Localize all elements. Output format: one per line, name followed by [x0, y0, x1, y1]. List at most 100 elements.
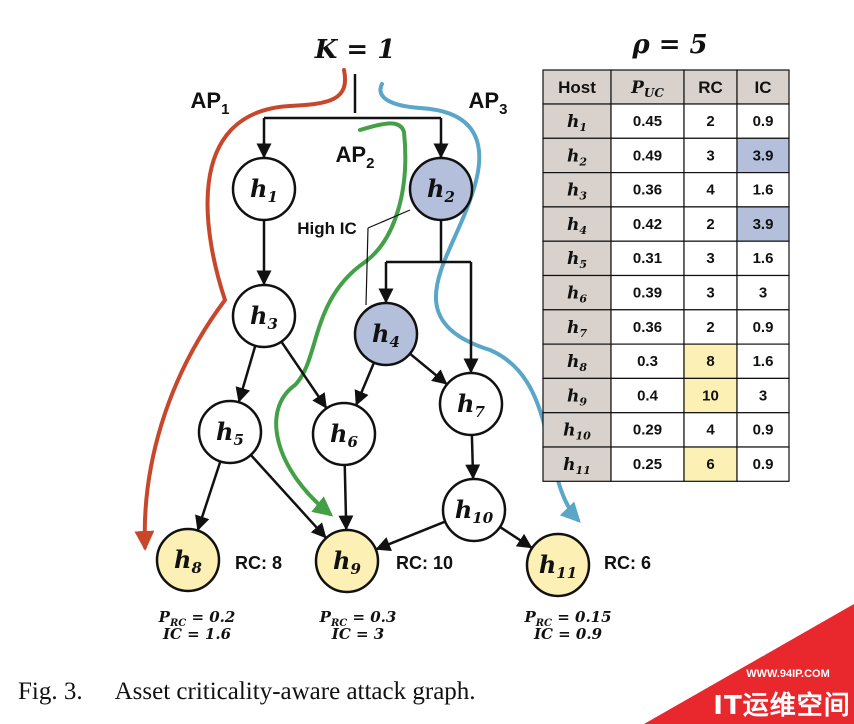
- table-cell: [683, 103, 738, 139]
- node-h4: h4: [353, 301, 419, 367]
- rc-label-h8: RC: 8: [235, 553, 282, 573]
- table-value-cell: 0.39: [633, 285, 662, 302]
- node-circle: [441, 477, 507, 543]
- table-cell: [610, 137, 685, 174]
- table-value-cell: 0.36: [633, 319, 662, 336]
- node-circle: [408, 156, 474, 222]
- table-cell: [542, 274, 612, 311]
- node-h1: h1: [231, 156, 297, 222]
- table-cell: [736, 309, 790, 345]
- high-ic-label: High IC: [297, 219, 357, 238]
- attack-path-label-3: AP3: [469, 88, 508, 118]
- node-h9: h9: [314, 528, 380, 594]
- root-label: K = 1: [314, 35, 396, 65]
- attack-path-label-2: AP2: [336, 142, 375, 172]
- edge-h7-h10: [465, 434, 481, 480]
- h2-branch: [386, 220, 471, 264]
- edge-h4-h7: [409, 352, 448, 385]
- table-value-cell: 0.9: [753, 319, 774, 336]
- node-circle: [231, 283, 297, 349]
- table-cell: [542, 446, 612, 482]
- table-value-cell: 0.25: [633, 456, 662, 473]
- table-value-cell: 3.9: [753, 147, 774, 164]
- rc-label-h11: RC: 6: [604, 553, 651, 573]
- table-value-cell: 0.45: [633, 113, 662, 130]
- watermark-banner: [644, 604, 854, 724]
- table-cell: [736, 240, 790, 277]
- graph-edges: [195, 74, 533, 552]
- ic-h11: IC = 0.9: [533, 625, 603, 643]
- table-cell: [736, 137, 790, 174]
- table-value-cell: 8: [706, 353, 714, 370]
- edge-h10-h9: [375, 520, 446, 552]
- rc-label-h9: RC: 10: [396, 553, 453, 573]
- table-value-cell: 2: [706, 216, 714, 233]
- node-circle: [314, 528, 380, 594]
- node-circle: [197, 399, 263, 465]
- attack-path-1: [134, 68, 348, 551]
- node-h7: h7: [438, 371, 504, 437]
- table-cell: [610, 274, 685, 311]
- rho-label: ρ = 5: [631, 30, 707, 60]
- table-cell: [683, 172, 738, 208]
- node-circle: [231, 156, 297, 222]
- attack-paths: [134, 68, 581, 551]
- table-value-cell: 3: [706, 250, 714, 267]
- edge-h3-h6: [280, 340, 328, 409]
- high-ic-pointer: [365, 209, 411, 306]
- table-value-cell: 2: [706, 113, 714, 130]
- table-cell: [542, 103, 612, 139]
- node-circle: [353, 301, 419, 367]
- node-h8: h8: [155, 527, 221, 593]
- table-header-label: Host: [558, 78, 596, 97]
- watermark-url: WWW.94IP.COM: [746, 668, 830, 680]
- table-value-cell: 1.6: [753, 250, 774, 267]
- caption-text: Asset criticality-aware attack graph.: [114, 678, 476, 705]
- node-h11: h11: [525, 532, 591, 598]
- table-value-cell: 3: [759, 285, 767, 302]
- table-value-cell: 0.3: [637, 353, 658, 370]
- table-value-cell: 4: [706, 422, 715, 439]
- table-value-cell: 1.6: [753, 353, 774, 370]
- table-value-cell: 0.9: [753, 422, 774, 439]
- table-value-cell: 0.29: [633, 422, 662, 439]
- table-value-cell: 3: [706, 147, 714, 164]
- table-value-cell: 3: [706, 285, 714, 302]
- node-h5: h5: [197, 399, 263, 465]
- ic-h8: IC = 1.6: [162, 625, 232, 643]
- edge-h5-h8: [195, 461, 222, 532]
- table-value-cell: 0.4: [637, 387, 659, 404]
- table-cell: [610, 206, 685, 242]
- attack-path-3: [378, 82, 581, 523]
- node-circle: [438, 371, 504, 437]
- table-cell: [610, 172, 685, 208]
- caption-prefix: Fig. 3.: [18, 678, 83, 705]
- table-header-cell: [610, 69, 685, 105]
- node-h6: h6: [311, 401, 377, 467]
- table-value-cell: 0.49: [633, 147, 662, 164]
- table-value-cell: 0.9: [753, 113, 774, 130]
- table-value-cell: 1.6: [753, 182, 774, 199]
- table-cell: [736, 412, 790, 448]
- edge-h6-h9: [338, 464, 354, 531]
- edge-h5-h9: [249, 454, 327, 539]
- node-h3: h3: [231, 283, 297, 349]
- ic-h9: IC = 3: [331, 625, 384, 643]
- figure-caption: Fig. 3. Asset criticality-aware attack gr…: [18, 678, 476, 706]
- table-header-cell: [683, 69, 738, 105]
- node-h2: h2: [408, 156, 474, 222]
- table-cell: [542, 172, 612, 208]
- table-cell: [736, 206, 790, 242]
- edge-h10-h11: [499, 525, 533, 549]
- table-header-label: IC: [755, 78, 772, 97]
- table-value-cell: 10: [702, 387, 719, 404]
- table-value-cell: 2: [706, 319, 714, 336]
